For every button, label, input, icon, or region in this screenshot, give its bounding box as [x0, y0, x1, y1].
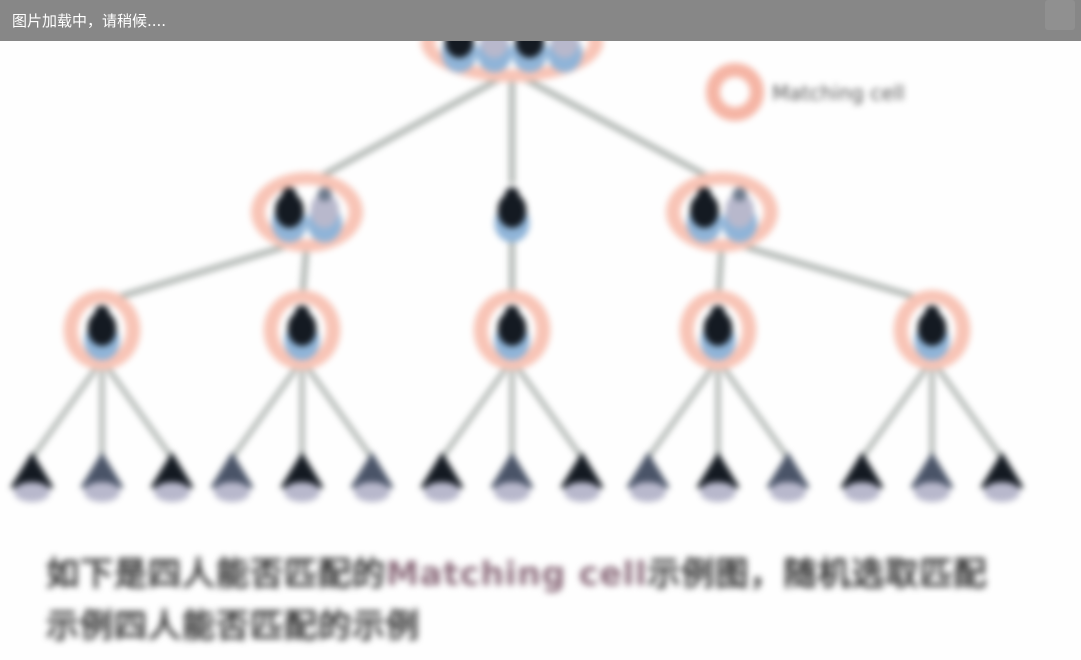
tree-nodes — [10, 2, 1024, 502]
person-icon — [271, 187, 307, 243]
close-icon[interactable] — [1045, 0, 1075, 30]
leaf-node — [490, 452, 534, 502]
leaf-node — [280, 452, 324, 502]
level2-node — [494, 187, 530, 243]
leaf-node — [560, 452, 604, 502]
tree-edge — [439, 358, 515, 460]
tree-edge — [715, 358, 791, 460]
person-icon — [284, 305, 320, 361]
image-loading-bar: 图片加载中，请稍候.... — [0, 0, 1081, 41]
person-icon — [84, 305, 120, 361]
person-icon — [722, 187, 758, 243]
caption-text-c: 随机选取匹配 — [783, 554, 988, 593]
tree-edge — [99, 358, 175, 460]
level2-node — [666, 172, 778, 252]
level3-node — [473, 290, 551, 370]
loading-text: 图片加载中，请稍候.... — [12, 12, 167, 30]
person-icon — [307, 187, 343, 243]
leaf-node — [840, 452, 884, 502]
diagram-caption: 如下是四人能否匹配的Matching cell示例图，随机选取匹配 示例四人能否… — [46, 548, 1076, 652]
caption-text-b: 示例图， — [647, 554, 784, 593]
level2-node — [251, 172, 363, 252]
level3-node — [63, 290, 141, 370]
tree-diagram: Matching cell — [10, 2, 1024, 502]
tree-edge — [229, 358, 305, 460]
tree-edges — [29, 69, 1005, 460]
leaf-node — [980, 452, 1024, 502]
caption-text-a: 如下是四人能否匹配的 — [46, 554, 386, 593]
tree-edge — [509, 358, 585, 460]
level3-node — [263, 290, 341, 370]
tree-edge — [645, 358, 721, 460]
leaf-node — [10, 452, 54, 502]
tree-edge — [721, 237, 933, 305]
leaf-node — [420, 452, 464, 502]
tree-edge — [29, 358, 105, 460]
leaf-node — [910, 452, 954, 502]
legend: Matching cell — [706, 63, 905, 121]
leaf-node — [696, 452, 740, 502]
leaf-node — [210, 452, 254, 502]
legend-label: Matching cell — [772, 81, 905, 105]
person-icon — [686, 187, 723, 243]
tree-edge — [305, 69, 514, 187]
leaf-node — [80, 452, 124, 502]
tree-edge — [859, 358, 935, 460]
person-icon — [700, 305, 736, 361]
level3-node — [679, 290, 757, 370]
level3-node — [893, 290, 971, 370]
leaf-node — [766, 452, 810, 502]
person-icon — [494, 305, 530, 361]
leaf-node — [150, 452, 194, 502]
person-icon — [914, 305, 950, 361]
tree-edge — [299, 358, 375, 460]
tree-edge — [510, 69, 724, 187]
leaf-node — [350, 452, 394, 502]
leaf-node — [626, 452, 670, 502]
tree-edge — [929, 358, 1005, 460]
tree-edge — [101, 237, 308, 305]
caption-highlight: Matching cell — [386, 554, 648, 593]
legend-marker — [706, 63, 764, 121]
caption-text-line2: 示例四人能否匹配的示例 — [46, 606, 420, 645]
person-icon — [494, 187, 530, 243]
